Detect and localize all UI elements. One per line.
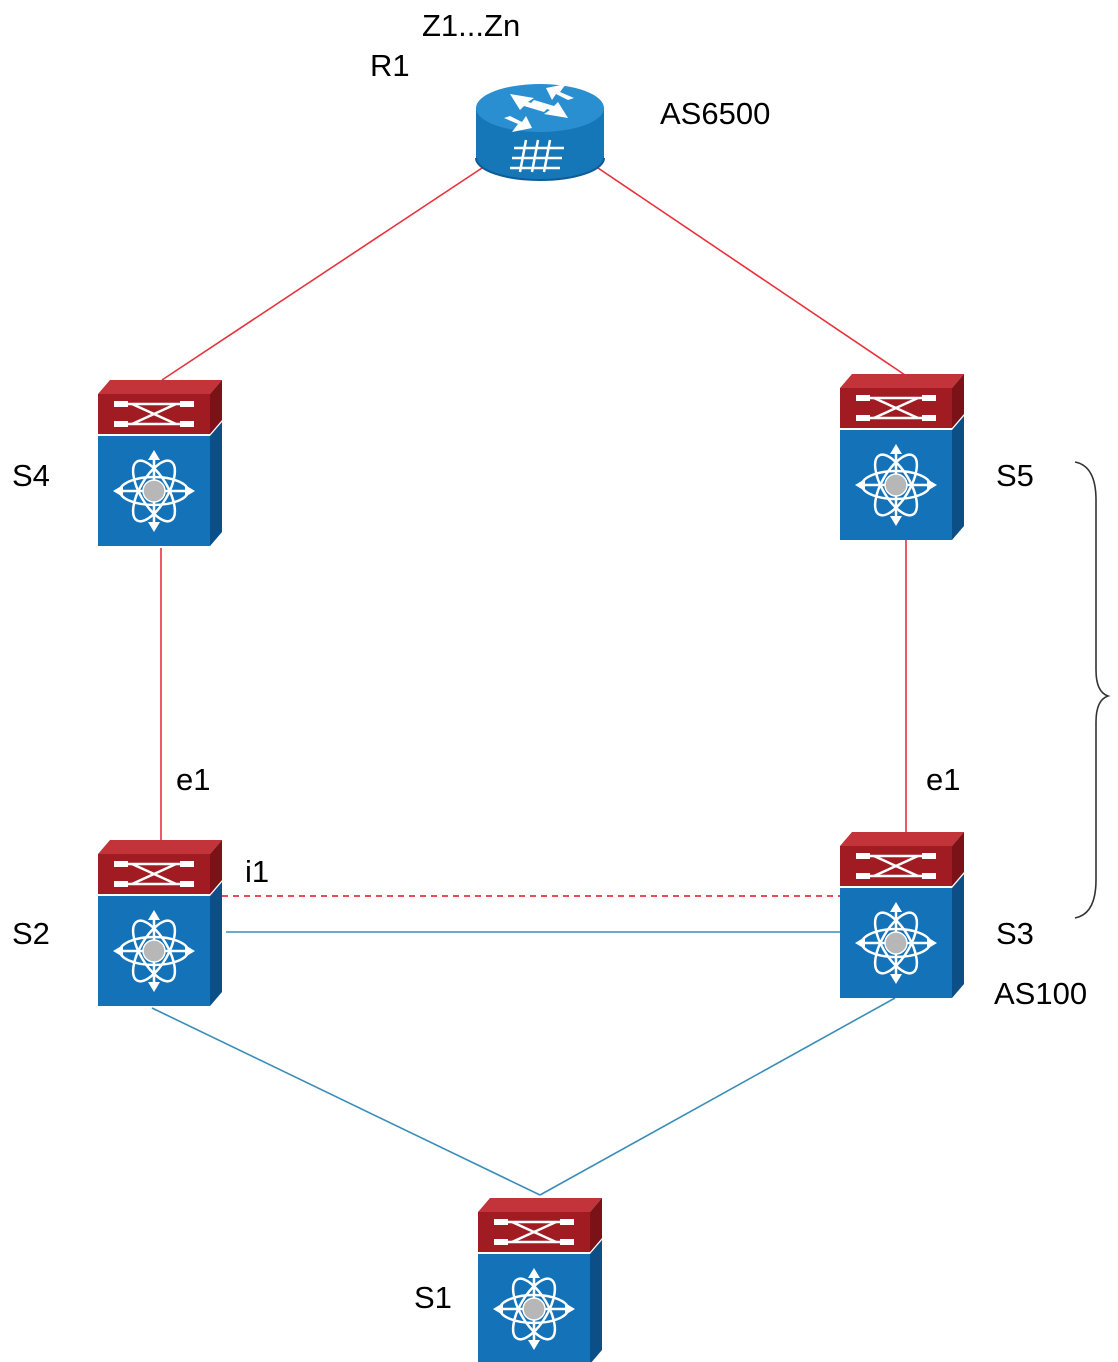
- switch-s5-label: S5: [996, 458, 1034, 493]
- switch-s5-icon: [838, 372, 966, 542]
- as-group-brace: [1074, 461, 1111, 919]
- link-r1-s4: [161, 167, 483, 381]
- s2-external-interface-label: e1: [176, 762, 210, 797]
- s2-internal-interface-label: i1: [245, 854, 269, 889]
- switch-s2-label: S2: [12, 916, 50, 951]
- switch-s4-icon: [96, 378, 224, 548]
- switch-s1-icon: [476, 1196, 604, 1362]
- switch-s3-icon: [838, 830, 966, 1000]
- s3-external-interface-label: e1: [926, 762, 960, 797]
- router-zones-label: Z1...Zn: [422, 8, 520, 43]
- switch-s3-label: S3: [996, 916, 1034, 951]
- router-name-label: R1: [370, 48, 410, 83]
- switch-s4-label: S4: [12, 458, 50, 493]
- link-r1-s5: [597, 167, 906, 376]
- switch-s1-label: S1: [414, 1280, 452, 1315]
- internal-as-label: AS100: [994, 976, 1087, 1011]
- link-s2-s1: [151, 1007, 541, 1196]
- link-s3-s1: [539, 997, 896, 1196]
- router-as-label: AS6500: [660, 96, 770, 131]
- switch-s2-icon: [96, 838, 224, 1008]
- links: [151, 167, 907, 1196]
- router-icon: [475, 84, 605, 181]
